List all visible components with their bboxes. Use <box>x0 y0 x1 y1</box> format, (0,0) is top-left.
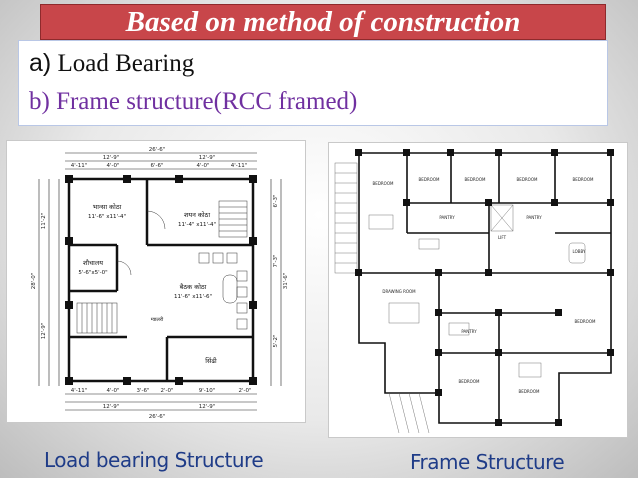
dim-top-seg: 6'-6" <box>150 163 163 169</box>
dim-bottom-half-right: 12'-9" <box>199 404 216 410</box>
dim-top-seg: 4'-11" <box>231 163 248 169</box>
frame-room-label: BEDROOM <box>373 181 394 186</box>
content-box: a) Load Bearing b) Frame structure(RCC f… <box>18 40 608 126</box>
room-2-size: 11'-4" x11'-4" <box>178 222 216 228</box>
frame-details <box>334 162 586 434</box>
dim-bottom-seg: 4'-0" <box>106 388 119 394</box>
dim-top-seg: 4'-0" <box>196 163 209 169</box>
dim-bottom-half-left: 12'-9" <box>103 404 120 410</box>
dim-top-half-left: 12'-9" <box>103 155 120 161</box>
small-label: ग्यालरी <box>151 316 164 323</box>
frame-room-label: BEDROOM <box>465 177 486 182</box>
dim-bottom-overall: 26'-6" <box>149 414 166 420</box>
load-bearing-floor-plan: 26'-6" 12'-9" 12'-9" 4'-11" 4'-0" 6'-6" … <box>6 140 306 423</box>
room-4-size: 11'-6" x11'-6" <box>174 294 212 300</box>
dim-left-lower: 12'-9" <box>41 323 47 340</box>
dim-top-seg: 4'-0" <box>106 163 119 169</box>
item-a-prefix: a) <box>29 49 52 77</box>
room-1-size: 11'-6" x11'-4" <box>88 214 126 220</box>
frame-structure-plan-drawing: BEDROOM BEDROOM BEDROOM BEDROOM BEDROOM … <box>334 149 614 434</box>
dim-right-lower: 5'-2" <box>273 334 279 347</box>
frame-room-label: LOBBY <box>573 249 587 254</box>
dim-left-overall: 28'-0" <box>31 273 37 290</box>
caption-load-bearing: Load bearing Structure <box>44 448 264 472</box>
frame-room-label: BEDROOM <box>519 389 540 394</box>
frame-room-label: PANTRY <box>461 329 477 334</box>
dim-bottom-seg: 9'-10" <box>199 388 216 394</box>
room-labels: भान्सा कोठा 11'-6" x11'-4" शयन कोठा 11'-… <box>78 203 217 365</box>
slide-title: Based on method of construction <box>125 5 521 38</box>
dim-top-overall: 26'-6" <box>149 147 166 153</box>
room-3-size: 5'-6"x5'-0" <box>78 270 107 276</box>
dim-bottom-seg: 3'-6" <box>136 388 149 394</box>
frame-room-label: BEDROOM <box>575 319 596 324</box>
frame-room-label: BEDROOM <box>459 379 480 384</box>
frame-columns <box>355 149 614 426</box>
title-bar: Based on method of construction <box>40 4 606 40</box>
room-2-name: शयन कोठा <box>184 211 210 219</box>
item-load-bearing: a) Load Bearing <box>29 49 194 78</box>
frame-structure-floor-plan: BEDROOM BEDROOM BEDROOM BEDROOM BEDROOM … <box>328 142 628 438</box>
frame-room-label: PANTRY <box>526 215 542 220</box>
frame-room-label: BEDROOM <box>419 177 440 182</box>
frame-room-label: DRAWING ROOM <box>382 289 416 294</box>
frame-room-labels: BEDROOM BEDROOM BEDROOM BEDROOM BEDROOM … <box>373 177 596 394</box>
caption-frame-structure: Frame Structure <box>410 450 565 474</box>
load-bearing-plan-drawing: 26'-6" 12'-9" 12'-9" 4'-11" 4'-0" 6'-6" … <box>31 147 289 420</box>
room-3-name: शौचालय <box>83 259 103 267</box>
frame-room-label: LIFT <box>498 235 507 240</box>
item-a-text: Load Bearing <box>51 50 195 77</box>
item-frame-structure: b) Frame structure(RCC framed) <box>29 88 358 115</box>
room-5-name: सिंढी <box>205 357 217 365</box>
room-4-name: बैठक कोठा <box>180 283 207 291</box>
dim-top-seg: 4'-11" <box>71 163 88 169</box>
frame-walls <box>358 152 612 424</box>
walls <box>67 177 255 383</box>
frame-room-label: BEDROOM <box>517 177 538 182</box>
dimension-labels: 26'-6" 12'-9" 12'-9" 4'-11" 4'-0" 6'-6" … <box>31 147 289 420</box>
dim-bottom-seg: 4'-11" <box>71 388 88 394</box>
dim-right-upper: 6'-3" <box>273 194 279 207</box>
room-1-name: भान्सा कोठा <box>93 203 122 211</box>
dim-right-mid: 7'-3" <box>273 254 279 267</box>
stair-and-fixtures <box>76 200 248 334</box>
dim-top-half-right: 12'-9" <box>199 155 216 161</box>
frame-room-label: PANTRY <box>439 215 455 220</box>
dim-bottom-seg: 2'-0" <box>238 388 251 394</box>
frame-room-label: BEDROOM <box>573 177 594 182</box>
dim-bottom-seg: 2'-0" <box>160 388 173 394</box>
dim-right-overall: 31'-6" <box>283 273 289 290</box>
dimension-lines <box>38 152 282 411</box>
dim-left-upper: 11'-2" <box>41 213 47 230</box>
